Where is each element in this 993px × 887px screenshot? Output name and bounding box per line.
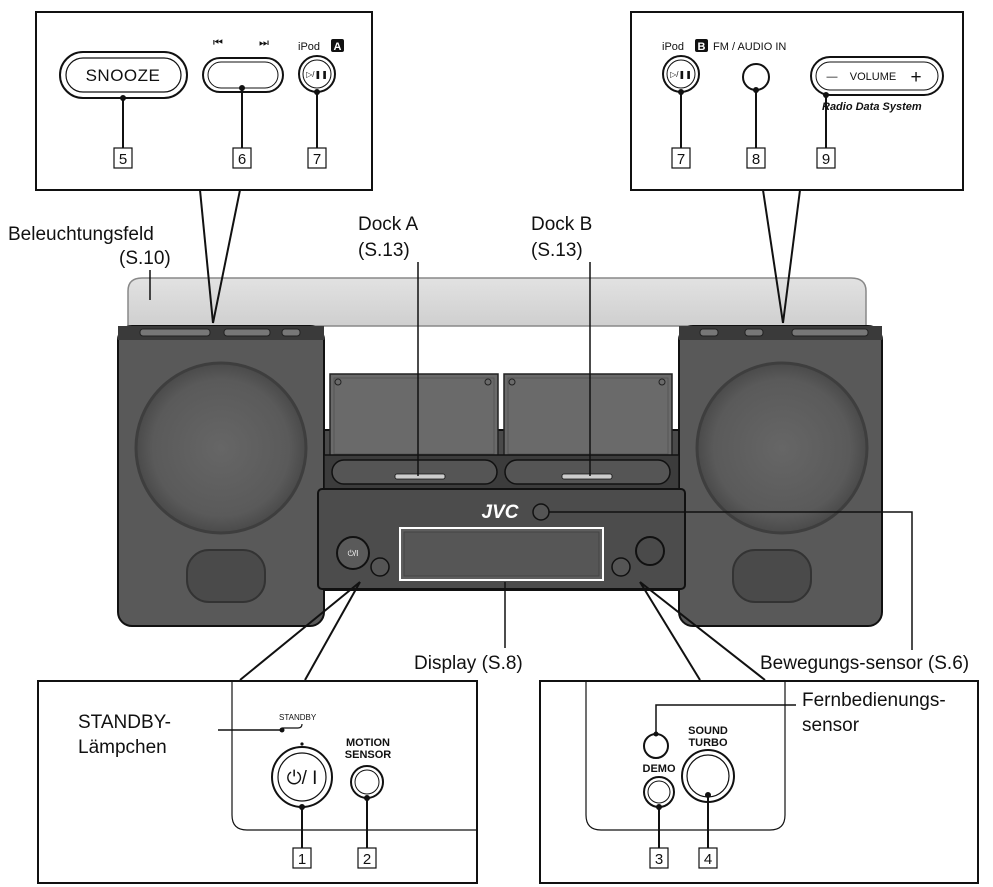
callout-number-9: 9 bbox=[822, 151, 830, 168]
rds-label: Radio Data System bbox=[822, 101, 922, 113]
illumination-ref: (S.10) bbox=[119, 248, 171, 269]
callout-number-6: 6 bbox=[238, 151, 246, 168]
next-track-icon: ⏭ bbox=[259, 37, 269, 49]
dock-a-label: Dock A bbox=[358, 214, 419, 235]
ipod-a-letter: A bbox=[334, 41, 342, 53]
sound-turbo-label-line1: SOUND bbox=[688, 725, 728, 737]
callout-number-4: 4 bbox=[704, 851, 712, 868]
callout-number-1: 1 bbox=[298, 851, 306, 868]
ipod-b-play-icon: ▷/❚❚ bbox=[670, 70, 692, 79]
fm-audio-in-button[interactable] bbox=[742, 63, 770, 91]
display-label: Display (S.8) bbox=[414, 653, 523, 674]
ipod-b-letter: B bbox=[698, 41, 706, 53]
device-power-button[interactable] bbox=[336, 536, 370, 570]
sound-turbo-label-line2: TURBO bbox=[688, 737, 728, 749]
motion-sensor-button[interactable] bbox=[350, 765, 384, 799]
ipod-a-label: iPod bbox=[298, 41, 320, 53]
device-sound-turbo-button[interactable] bbox=[635, 536, 665, 566]
device-body: JVC ⏻/I bbox=[117, 277, 883, 627]
remote-sensor-label-line2: sensor bbox=[802, 715, 860, 736]
motion-sensor-label-line2: SENSOR bbox=[345, 749, 392, 761]
brand-logo: JVC bbox=[482, 502, 519, 523]
volume-button[interactable] bbox=[810, 56, 944, 96]
volume-label: VOLUME bbox=[850, 71, 896, 83]
dock-b-ref: (S.13) bbox=[531, 240, 583, 261]
remote-sensor bbox=[643, 733, 669, 759]
remote-sensor-label-line1: Fernbedienungs- bbox=[802, 690, 946, 711]
snooze-label: SNOOZE bbox=[86, 66, 161, 85]
standby-power-icon: ⏻/ I bbox=[287, 768, 318, 789]
callout-number-5: 5 bbox=[119, 151, 127, 168]
illumination-label: Beleuchtungsfeld bbox=[8, 224, 154, 245]
volume-plus-icon: + bbox=[910, 67, 921, 88]
device-power-icon: ⏻/I bbox=[348, 549, 359, 558]
volume-minus-icon: — bbox=[827, 71, 838, 83]
motion-sensor bbox=[532, 503, 550, 521]
dock-a-ref: (S.13) bbox=[358, 240, 410, 261]
top-left-zoom-panel: SNOOZE ⏮ ⏭ iPod A ▷/❚❚ 5 6 7 bbox=[35, 11, 373, 191]
dock-a bbox=[329, 373, 499, 459]
ipod-b-label: iPod bbox=[662, 41, 684, 53]
bottom-right-zoom-panel: Fernbedienungs- sensor DEMO SOUND TURBO … bbox=[539, 680, 979, 884]
top-right-zoom-panel: iPod B ▷/❚❚ FM / AUDIO IN — VOLUME + Rad… bbox=[630, 11, 964, 191]
callout-number-2: 2 bbox=[363, 851, 371, 868]
motion-sensor-label-line1: MOTION bbox=[346, 737, 390, 749]
dock-b-label: Dock B bbox=[531, 214, 592, 235]
standby-text: STANDBY bbox=[279, 713, 317, 722]
prev-track-icon: ⏮ bbox=[213, 37, 223, 49]
callout-number-7b: 7 bbox=[677, 151, 685, 168]
callout-number-7: 7 bbox=[313, 151, 321, 168]
standby-lamp-label-line2: Lämpchen bbox=[78, 737, 167, 758]
motion-sensor-label: Bewegungs-sensor (S.6) bbox=[760, 653, 969, 674]
fm-audio-in-label: FM / AUDIO IN bbox=[713, 41, 786, 53]
bottom-left-zoom-panel: STANDBY ⏻/ I MOTION SENSOR 1 2 STANDBY- … bbox=[37, 680, 478, 884]
dock-b bbox=[503, 373, 673, 459]
callout-number-8: 8 bbox=[752, 151, 760, 168]
demo-label: DEMO bbox=[643, 763, 676, 775]
callout-number-3: 3 bbox=[655, 851, 663, 868]
ipod-a-play-icon: ▷/❚❚ bbox=[306, 70, 328, 79]
standby-lamp-label-line1: STANDBY- bbox=[78, 712, 171, 733]
